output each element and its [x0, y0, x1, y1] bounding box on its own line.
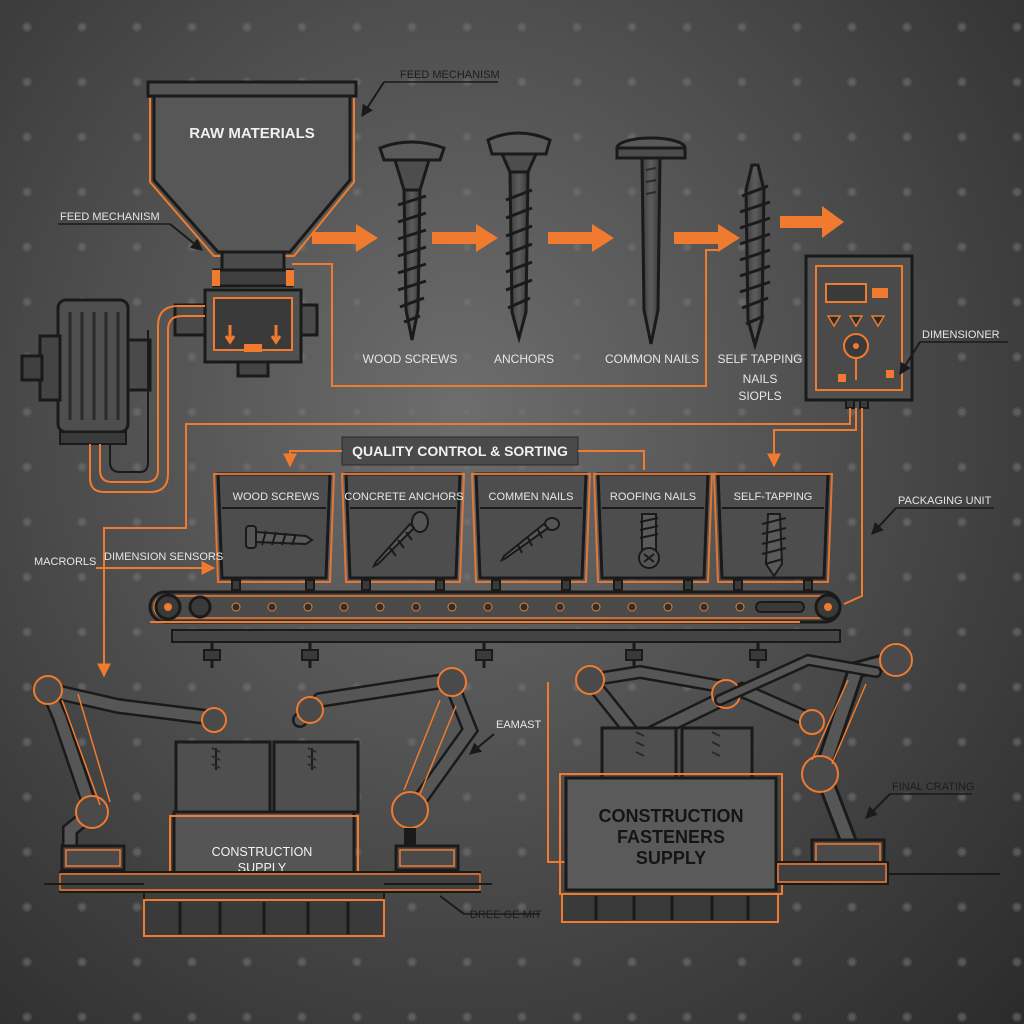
self-tapping-label-line1: SELF TAPPING	[718, 352, 803, 366]
eamast-callout: EAMAST	[469, 719, 542, 755]
dimensioner-label: DIMENSIONER	[922, 329, 1000, 341]
self-tapping-label-line3: SIOPLS	[738, 389, 781, 403]
dimensioner-callout: DIMENSIONER	[899, 329, 1008, 376]
screw-icon	[245, 525, 314, 549]
final-crating-callout: FINAL CRATING	[865, 781, 975, 819]
bin-label-2: COMMEN NAILS	[489, 491, 574, 503]
fasteners-supply-line1: CONSTRUCTION	[599, 806, 744, 826]
common-nail-icon	[615, 136, 687, 345]
self-tapping-screw-icon	[739, 163, 771, 351]
bin-feet	[231, 579, 813, 591]
feed-mechanism-left-label: FEED MECHANISM	[60, 211, 160, 223]
feed-mechanism-top-label: FEED MECHANISM	[400, 69, 500, 81]
bin-label-3: ROOFING NAILS	[610, 491, 696, 503]
raw-materials-label: RAW MATERIALS	[189, 125, 315, 142]
bin-label-1: CONCRETE ANCHORS	[344, 491, 463, 503]
bin-roofing-nails	[596, 472, 710, 580]
sorting-bins	[212, 472, 834, 583]
bin-wood-screws	[216, 472, 332, 580]
eamast-label: EAMAST	[496, 719, 542, 731]
bin-common-nails	[474, 472, 588, 580]
feed-loop-line	[292, 249, 720, 387]
anchors-label: ANCHORS	[494, 352, 554, 366]
feed-mechanism-left-callout: FEED MECHANISM	[58, 211, 203, 251]
self-tapping-label-line2: NAILS	[743, 372, 778, 386]
panel-to-bin-line	[767, 408, 857, 468]
crate-icon	[143, 740, 385, 937]
common-nails-label: COMMON NAILS	[605, 352, 699, 366]
bin-label-4: SELF-TAPPING	[734, 491, 813, 503]
panel-to-macro-line	[97, 408, 851, 678]
screw-icon	[638, 513, 660, 569]
robot-arm-icon	[575, 643, 913, 868]
fasteners-supply-line3: SUPPLY	[636, 848, 706, 868]
left-station-base	[59, 871, 481, 893]
qc-left-arrow	[283, 450, 342, 468]
quality-control-banner	[341, 436, 579, 466]
final-crating-label: FINAL CRATING	[892, 781, 975, 793]
construction-supply-line1: CONSTRUCTION	[212, 845, 313, 859]
quality-control-label: QUALITY CONTROL & SORTING	[352, 443, 568, 459]
right-station-base	[775, 861, 889, 885]
wood-screws-label: WOOD SCREWS	[363, 352, 458, 366]
motor-icon	[20, 298, 205, 493]
macrorls-label: MACRORLS	[34, 556, 96, 568]
dimension-sensors-label: DIMENSION SENSORS	[104, 551, 223, 563]
screw-icon	[761, 513, 787, 578]
bottom-callout: DREE GE MIT	[439, 895, 542, 921]
bin-label-0: WOOD SCREWS	[233, 491, 320, 503]
bottom-label: DREE GE MIT	[470, 909, 542, 921]
screw-icon	[499, 517, 560, 563]
packaging-unit-label: PACKAGING UNIT	[898, 495, 992, 507]
wood-screw-icon	[378, 140, 446, 341]
fasteners-supply-line2: FASTENERS	[617, 827, 725, 847]
hopper-icon	[146, 80, 358, 378]
qc-right-line	[578, 450, 645, 470]
panel-to-conveyor-line	[843, 408, 863, 605]
control-panel-icon	[804, 254, 914, 409]
bin-concrete-anchors	[344, 472, 462, 580]
flow-arrows-top	[312, 206, 844, 252]
screw-icon	[371, 511, 429, 569]
anchor-icon	[486, 131, 552, 344]
feed-mechanism-top-callout: FEED MECHANISM	[361, 69, 500, 118]
packaging-unit-callout: PACKAGING UNIT	[871, 495, 994, 535]
robot-arm-icon	[33, 667, 480, 878]
crate-icon	[559, 726, 783, 923]
bin-self-tapping	[716, 472, 830, 580]
conveyor-icon	[148, 590, 842, 668]
